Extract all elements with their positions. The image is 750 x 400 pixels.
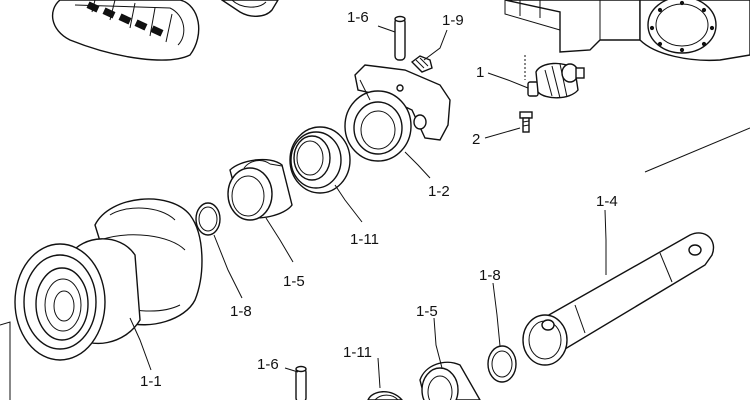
callout-1-2: 1-2 <box>428 183 450 200</box>
seal-part-middle <box>289 126 351 194</box>
pin-part-bottom <box>295 365 307 400</box>
leader-lines <box>0 25 750 400</box>
grease-fitting-part <box>527 62 585 99</box>
callout-1-8-right: 1-8 <box>479 267 501 284</box>
callout-1-4: 1-4 <box>596 193 618 210</box>
plug-part <box>410 55 433 73</box>
callout-2: 2 <box>472 131 480 148</box>
bushing-part-right <box>419 361 481 400</box>
callout-1-6-bottom: 1-6 <box>257 356 279 373</box>
callout-1-6-top: 1-6 <box>347 9 369 26</box>
callout-1-9: 1-9 <box>442 12 464 29</box>
o-ring-part-left <box>195 202 221 236</box>
pin-part-top <box>394 15 406 61</box>
callout-labels: 1-6 1-9 1 2 1-2 1-11 1-4 1-5 1-8 1-8 1-5… <box>140 9 618 390</box>
roller-part <box>14 198 203 361</box>
seal-part-bottom <box>367 391 403 400</box>
shaft-part <box>522 232 715 366</box>
collar-bracket-part <box>344 64 451 162</box>
callout-1-5-right: 1-5 <box>416 303 438 320</box>
bolt-part <box>519 111 533 133</box>
bushing-part-left <box>227 158 293 221</box>
track-chain-part <box>51 0 200 61</box>
callout-1-1: 1-1 <box>140 373 162 390</box>
link-part <box>220 0 279 17</box>
callout-1-11-bottom: 1-11 <box>343 344 372 361</box>
callout-1-8-left: 1-8 <box>230 303 252 320</box>
track-frame-part <box>504 0 750 80</box>
callout-1-11-middle: 1-11 <box>350 231 379 248</box>
callout-1-5-left: 1-5 <box>283 273 305 290</box>
callout-1: 1 <box>476 64 484 81</box>
